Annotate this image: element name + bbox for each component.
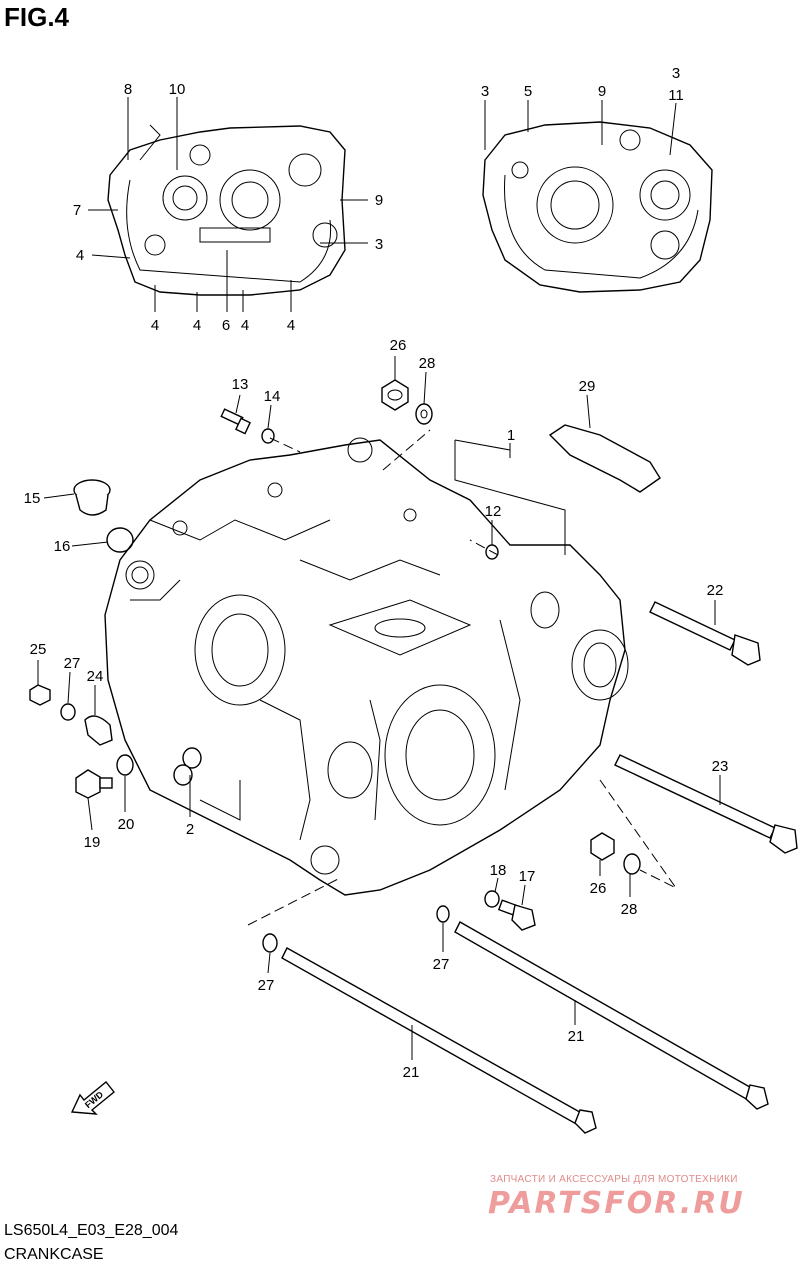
leader-lines [37, 97, 721, 1060]
stud-21-left [281, 947, 597, 1134]
callout-21-a: 21 [568, 1028, 585, 1045]
callout-12: 12 [485, 503, 502, 520]
figure-title: FIG.4 [4, 2, 70, 32]
left-case-half [107, 124, 346, 296]
callout-4-b: 4 [151, 317, 159, 334]
nut-26-lower [590, 832, 615, 861]
washer-18 [484, 890, 500, 908]
washer-27-left [60, 703, 76, 721]
callout-9-b: 9 [598, 83, 606, 100]
callout-22: 22 [707, 582, 724, 599]
crankcase-assembly [104, 437, 629, 896]
oil-filler-cap-15 [73, 479, 111, 516]
sensor-13 [220, 408, 251, 435]
callout-4-e: 4 [287, 317, 295, 334]
nut-26-upper [381, 379, 409, 411]
callout-labels: 8 10 7 4 4 4 6 4 4 9 3 3 5 9 3 11 26 28 … [24, 65, 729, 1081]
callout-16: 16 [54, 538, 71, 555]
callout-4-d: 4 [241, 317, 249, 334]
watermark-brand: PARTSFOR.RU [488, 1186, 745, 1221]
right-case-half [482, 121, 713, 293]
bolt-23 [614, 754, 798, 854]
diagram-caption: CRANKCASE [4, 1246, 104, 1263]
callout-3-b: 3 [481, 83, 489, 100]
callout-18: 18 [490, 862, 507, 879]
callout-2: 2 [186, 821, 194, 838]
washer-14 [261, 428, 275, 444]
callout-29: 29 [579, 378, 596, 395]
callout-27-c: 27 [258, 977, 275, 994]
leader-part-1 [454, 440, 566, 555]
bolt-22 [649, 601, 761, 666]
dowel-pins-2 [173, 747, 202, 786]
plug-25 [29, 684, 51, 706]
callout-26-a: 26 [390, 337, 407, 354]
callout-14: 14 [264, 388, 281, 405]
fwd-arrow-icon: FWD [70, 1081, 115, 1115]
washer-27-bottom [262, 933, 278, 953]
callout-28-b: 28 [621, 901, 638, 918]
callout-15: 15 [24, 490, 41, 507]
callout-27-b: 27 [433, 956, 450, 973]
callout-10: 10 [169, 81, 186, 98]
callout-3-a: 3 [375, 236, 383, 253]
cover-plate-29 [548, 424, 661, 493]
washer-20 [116, 754, 134, 776]
callout-23: 23 [712, 758, 729, 775]
callout-4-a: 4 [76, 247, 84, 264]
callout-5: 5 [524, 83, 532, 100]
washer-28-upper [415, 403, 433, 425]
callout-21-b: 21 [403, 1064, 420, 1081]
callout-3-c: 3 [672, 65, 680, 82]
bolt-17 [497, 899, 536, 931]
watermark-tagline: ЗАПЧАСТИ И АКСЕССУАРЫ ДЛЯ МОТОТЕХНИКИ [490, 1174, 738, 1185]
bolt-19 [75, 769, 113, 799]
plug-24 [84, 715, 113, 746]
callout-7: 7 [73, 202, 81, 219]
callout-19: 19 [84, 834, 101, 851]
diagram-code: LS650L4_E03_E28_004 [4, 1222, 179, 1239]
callout-9-a: 9 [375, 192, 383, 209]
callout-8: 8 [124, 81, 132, 98]
callout-20: 20 [118, 816, 135, 833]
callout-1: 1 [507, 427, 515, 444]
callout-28-a: 28 [419, 355, 436, 372]
washer-28-lower [623, 853, 641, 875]
callout-26-b: 26 [590, 880, 607, 897]
callout-13: 13 [232, 376, 249, 393]
callout-11: 11 [668, 87, 684, 104]
callout-24: 24 [87, 668, 104, 685]
callout-25: 25 [30, 641, 47, 658]
callout-17: 17 [519, 868, 536, 885]
callout-27-a: 27 [64, 655, 81, 672]
washer-27-mid [436, 905, 450, 923]
callout-4-c: 4 [193, 317, 201, 334]
stud-21-right [454, 921, 769, 1110]
callout-6: 6 [222, 317, 230, 334]
o-ring-16 [106, 527, 134, 553]
